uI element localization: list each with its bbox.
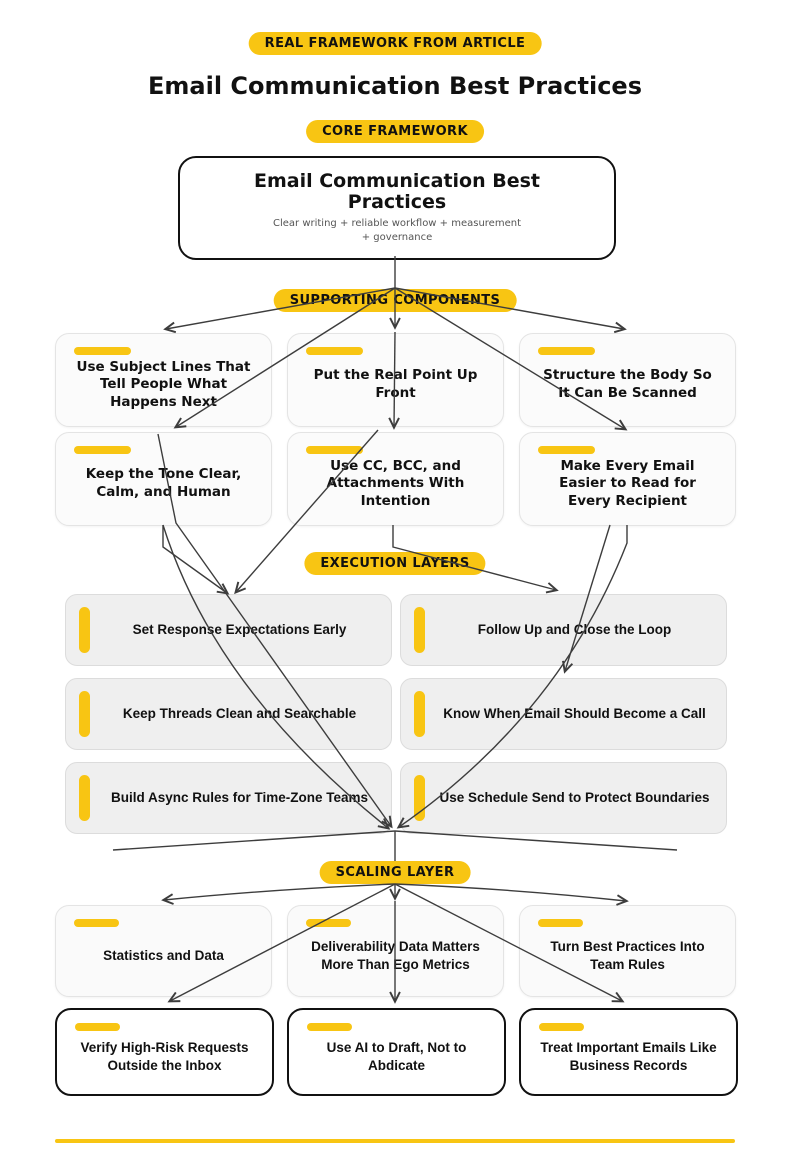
supporting-box-easier-read: Make Every Email Easier to Read for Ever… xyxy=(519,432,736,526)
core-framework-box: Email Communication Best Practices Clear… xyxy=(178,156,616,260)
supporting-box-real-point: Put the Real Point Up Front xyxy=(287,333,504,427)
supporting-box-label: Use Subject Lines That Tell People What … xyxy=(76,358,251,410)
execution-box-follow-up: Follow Up and Close the Loop xyxy=(400,594,727,666)
supporting-components-badge: SUPPORTING COMPONENTS xyxy=(273,289,517,312)
governance-box-business-records: Treat Important Emails Like Business Rec… xyxy=(519,1008,738,1096)
scaling-box-label: Deliverability Data Matters More Than Eg… xyxy=(311,939,480,972)
supporting-box-tone: Keep the Tone Clear, Calm, and Human xyxy=(55,432,272,526)
core-framework-badge: CORE FRAMEWORK xyxy=(306,120,484,143)
accent-bar xyxy=(414,691,425,737)
scaling-box-statistics: Statistics and Data xyxy=(55,905,272,997)
execution-box-label: Use Schedule Send to Protect Boundaries xyxy=(439,789,710,805)
execution-box-label: Know When Email Should Become a Call xyxy=(443,705,706,721)
accent-bar xyxy=(75,1023,120,1031)
accent-bar xyxy=(306,347,363,355)
core-box-subtitle: Clear writing + reliable workflow + meas… xyxy=(272,218,521,244)
governance-box-label: Treat Important Emails Like Business Rec… xyxy=(540,1040,717,1073)
supporting-box-label: Structure the Body So It Can Be Scanned xyxy=(543,367,712,401)
execution-box-label: Build Async Rules for Time-Zone Teams xyxy=(110,789,369,805)
accent-bar xyxy=(539,1023,584,1031)
accent-bar xyxy=(414,607,425,653)
accent-bar xyxy=(414,775,425,821)
accent-bar xyxy=(79,691,90,737)
accent-bar xyxy=(74,347,131,355)
accent-bar xyxy=(307,1023,352,1031)
execution-box-become-call: Know When Email Should Become a Call xyxy=(400,678,727,750)
scaling-box-deliverability: Deliverability Data Matters More Than Eg… xyxy=(287,905,504,997)
execution-box-label: Keep Threads Clean and Searchable xyxy=(122,705,357,721)
execution-box-label: Follow Up and Close the Loop xyxy=(477,621,672,637)
governance-box-label: Use AI to Draft, Not to Abdicate xyxy=(326,1040,467,1073)
accent-bar xyxy=(538,919,583,927)
top-badge: REAL FRAMEWORK FROM ARTICLE xyxy=(248,32,542,55)
governance-box-high-risk: Verify High-Risk Requests Outside the In… xyxy=(55,1008,274,1096)
governance-box-ai-draft: Use AI to Draft, Not to Abdicate xyxy=(287,1008,506,1096)
supporting-box-label: Put the Real Point Up Front xyxy=(313,367,478,401)
bottom-accent-divider xyxy=(55,1139,735,1143)
accent-bar xyxy=(74,919,119,927)
governance-box-label: Verify High-Risk Requests Outside the In… xyxy=(80,1040,249,1073)
supporting-box-cc-bcc: Use CC, BCC, and Attachments With Intent… xyxy=(287,432,504,526)
execution-box-response-expectations: Set Response Expectations Early xyxy=(65,594,392,666)
accent-bar xyxy=(538,446,595,454)
accent-bar xyxy=(306,446,363,454)
accent-bar xyxy=(306,919,351,927)
accent-bar xyxy=(79,775,90,821)
supporting-box-label: Use CC, BCC, and Attachments With Intent… xyxy=(326,457,465,509)
supporting-box-structure-body: Structure the Body So It Can Be Scanned xyxy=(519,333,736,427)
core-box-title: Email Communication Best Practices xyxy=(253,169,541,213)
execution-box-label: Set Response Expectations Early xyxy=(132,621,347,637)
accent-bar xyxy=(74,446,131,454)
supporting-box-subject-lines: Use Subject Lines That Tell People What … xyxy=(55,333,272,427)
accent-bar xyxy=(538,347,595,355)
execution-box-threads: Keep Threads Clean and Searchable xyxy=(65,678,392,750)
scaling-box-team-rules: Turn Best Practices Into Team Rules xyxy=(519,905,736,997)
execution-box-async-rules: Build Async Rules for Time-Zone Teams xyxy=(65,762,392,834)
scaling-layer-badge: SCALING LAYER xyxy=(319,861,471,884)
execution-layers-badge: EXECUTION LAYERS xyxy=(304,552,486,575)
supporting-box-label: Make Every Email Easier to Read for Ever… xyxy=(559,457,696,509)
page-title: Email Communication Best Practices xyxy=(148,72,642,100)
supporting-box-label: Keep the Tone Clear, Calm, and Human xyxy=(85,466,242,500)
execution-box-schedule-send: Use Schedule Send to Protect Boundaries xyxy=(400,762,727,834)
scaling-box-label: Turn Best Practices Into Team Rules xyxy=(550,939,705,972)
accent-bar xyxy=(79,607,90,653)
scaling-box-label: Statistics and Data xyxy=(103,948,224,964)
